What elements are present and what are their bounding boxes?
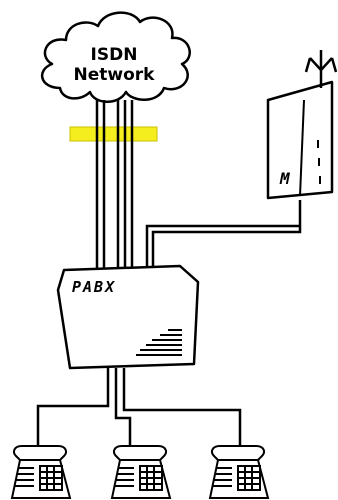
isdn-network-cloud: ISDN Network: [42, 13, 190, 102]
phone-3: [210, 446, 268, 498]
cloud-label-line1: ISDN: [91, 45, 138, 65]
phone-1: [12, 446, 70, 498]
desk-phone-icon: [210, 446, 268, 498]
pabx-label: PABX: [72, 278, 116, 296]
pabx-device: PABX: [58, 266, 198, 368]
modem-link-line: [147, 200, 300, 268]
modem-device: M: [268, 82, 332, 198]
cloud-label-line2: Network: [74, 65, 156, 85]
desk-phone-icon: [112, 446, 170, 498]
extension-lines: [38, 368, 240, 448]
modem-label: M: [279, 169, 291, 188]
desk-phone-icon: [12, 446, 70, 498]
isdn-connector-bar: [70, 127, 157, 141]
isdn-trunk-lines: [97, 100, 132, 268]
phone-2: [112, 446, 170, 498]
